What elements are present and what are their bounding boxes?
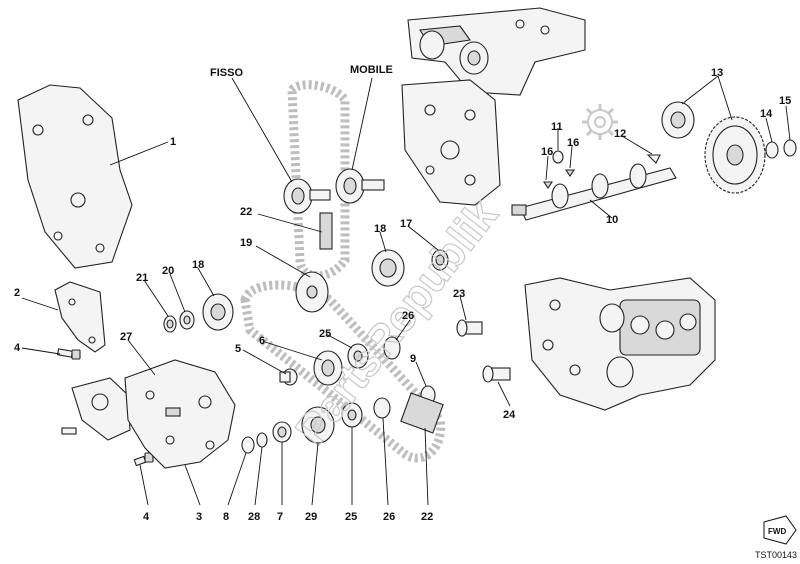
spacer-part-25-lower (341, 402, 363, 428)
label-16a: 16 (541, 146, 553, 158)
rear-cylinder-block (524, 277, 716, 411)
screw-part-5 (279, 368, 298, 386)
label-27: 27 (120, 331, 132, 343)
fwd-arrow-icon: FWD (763, 515, 797, 545)
label-10: 10 (606, 214, 618, 226)
pulley-part-18-lower (202, 293, 234, 331)
washer-part-28 (256, 432, 268, 448)
label-17: 17 (400, 218, 412, 230)
upper-belt-cover (17, 84, 133, 269)
label-28: 28 (248, 511, 260, 523)
fwd-label: FWD (768, 527, 786, 536)
label-3: 3 (196, 511, 202, 523)
ring-part-26-lower (373, 397, 391, 419)
label-24: 24 (503, 409, 516, 421)
ring-part-26-upper (383, 336, 401, 360)
pulley-part-13-small (661, 101, 695, 139)
label-7: 7 (277, 511, 283, 523)
stud-part-24 (482, 365, 511, 383)
label-4a: 4 (14, 342, 21, 354)
label-26a: 26 (402, 310, 414, 322)
label-15: 15 (779, 95, 791, 107)
leader-lines (21, 75, 791, 506)
upper-cylinder-head (407, 7, 586, 96)
lower-belt-cover (124, 359, 236, 469)
label-18b: 18 (192, 259, 204, 271)
washer-part-20 (179, 310, 195, 330)
label-25b: 25 (345, 511, 357, 523)
front-cylinder-casing (401, 79, 501, 206)
label-11: 11 (551, 121, 563, 133)
label-1: 1 (170, 136, 176, 148)
key-part-16b (564, 169, 576, 177)
circlip-part-11 (552, 150, 564, 164)
label-22a: 22 (240, 206, 252, 218)
belt-segment-22-upper (319, 212, 333, 250)
label-19: 19 (240, 237, 252, 249)
label-23: 23 (453, 288, 465, 300)
fixed-tensioner-roller (283, 178, 331, 214)
washer-part-14 (765, 141, 779, 159)
key-part-12 (646, 154, 661, 164)
label-21: 21 (136, 272, 148, 284)
mobile-tensioner-roller (335, 168, 385, 204)
label-13: 13 (711, 67, 723, 79)
label-fisso: FISSO (210, 67, 243, 79)
label-20: 20 (162, 265, 174, 277)
label-8: 8 (223, 511, 229, 523)
part-labels: FISSO MOBILE 1 2 3 4 4 5 6 7 8 9 10 11 1… (14, 64, 791, 523)
nut-part-8 (241, 436, 255, 454)
belt-segment-22-lower (400, 392, 444, 434)
gear-part-13-large (704, 116, 766, 194)
timing-belt-upper (287, 80, 350, 281)
gear-icon (582, 104, 618, 140)
pulley-part-18-upper (371, 249, 405, 287)
label-25a: 25 (319, 328, 331, 340)
label-2: 2 (14, 287, 20, 299)
label-26b: 26 (383, 511, 395, 523)
label-12: 12 (614, 128, 626, 140)
key-part-16a (542, 181, 554, 189)
label-6: 6 (259, 335, 265, 347)
label-16b: 16 (567, 137, 579, 149)
camshaft-part-10 (511, 163, 677, 221)
stud-part-23 (456, 319, 483, 337)
screw-part-4-lower (133, 452, 154, 467)
gasket-plate (61, 377, 131, 441)
label-22b: 22 (421, 511, 433, 523)
label-9: 9 (410, 353, 416, 365)
label-14: 14 (760, 108, 773, 120)
washer-part-19 (295, 271, 329, 313)
small-cover-part-2 (54, 281, 106, 353)
nut-part-21 (163, 315, 177, 333)
label-18a: 18 (374, 223, 386, 235)
timing-belt-lower (240, 280, 446, 463)
nut-part-15 (783, 139, 797, 157)
label-mobile: MOBILE (350, 64, 393, 76)
roller-part-29 (301, 406, 335, 444)
label-29: 29 (305, 511, 317, 523)
spacer-part-25-upper (347, 343, 369, 369)
label-5: 5 (235, 343, 241, 355)
diagram-code: TST00143 (755, 550, 797, 560)
screw-part-4-upper (56, 348, 81, 360)
spacer-part-17 (431, 249, 449, 271)
label-4b: 4 (143, 511, 150, 523)
